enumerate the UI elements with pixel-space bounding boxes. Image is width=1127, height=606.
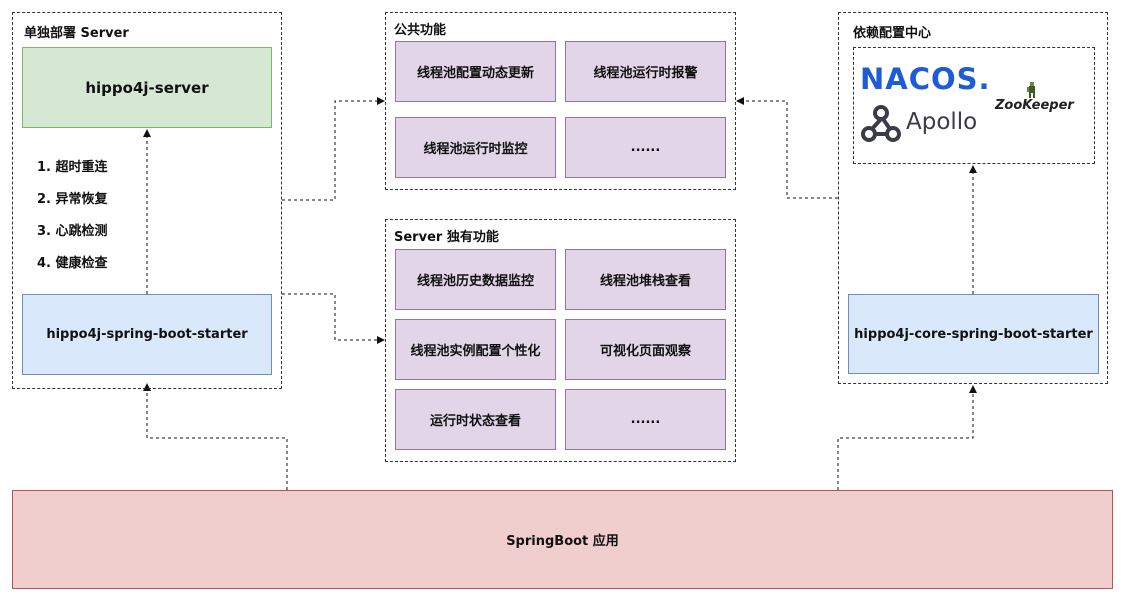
arrow-left-to-server-features <box>282 293 385 344</box>
common-feature-item: 线程池配置动态更新 <box>395 41 556 102</box>
step-reconnect: 1. 超时重连 <box>37 160 108 175</box>
config-center-logos-box <box>853 47 1095 164</box>
zookeeper-logo: ZooKeeper <box>995 98 1074 113</box>
server-feature-item: 可视化页面观察 <box>565 319 726 380</box>
hippo4j-core-spring-boot-starter-box: hippo4j-core-spring-boot-starter <box>848 294 1099 374</box>
springboot-app-box: SpringBoot 应用 <box>12 490 1113 589</box>
standalone-server-group <box>12 12 282 389</box>
common-features-group <box>385 12 736 190</box>
common-feature-item: ...... <box>565 117 726 178</box>
arrow-left-to-common <box>282 97 385 201</box>
arrow-config-to-common <box>736 97 838 199</box>
server-features-group <box>385 219 736 462</box>
common-features-title: 公共功能 <box>394 23 447 38</box>
hippo4j-server-box: hippo4j-server <box>22 47 272 128</box>
nacos-logo: NACOS. <box>860 62 991 96</box>
step-health-check: 4. 健康检查 <box>37 256 108 271</box>
server-feature-item: ...... <box>565 389 726 450</box>
zookeeper-icon <box>1026 82 1038 98</box>
config-center-group <box>838 12 1108 384</box>
arrow-app-to-starter <box>143 383 288 490</box>
server-feature-item: 线程池实例配置个性化 <box>395 319 556 380</box>
server-feature-item: 运行时状态查看 <box>395 389 556 450</box>
server-features-title: Server 独有功能 <box>394 230 499 245</box>
hippo4j-spring-boot-starter-box: hippo4j-spring-boot-starter <box>22 294 272 375</box>
config-center-title: 依赖配置中心 <box>853 26 932 41</box>
server-feature-item: 线程池历史数据监控 <box>395 249 556 310</box>
common-feature-item: 线程池运行时报警 <box>565 41 726 102</box>
common-feature-item: 线程池运行时监控 <box>395 117 556 178</box>
apollo-logo: Apollo <box>906 109 978 135</box>
arrow-app-to-core-starter <box>837 385 977 490</box>
standalone-server-title: 单独部署 Server <box>24 26 129 41</box>
step-heartbeat: 3. 心跳检测 <box>37 224 108 239</box>
step-recovery: 2. 异常恢复 <box>37 192 108 207</box>
server-feature-item: 线程池堆栈查看 <box>565 249 726 310</box>
apollo-icon <box>860 103 902 145</box>
